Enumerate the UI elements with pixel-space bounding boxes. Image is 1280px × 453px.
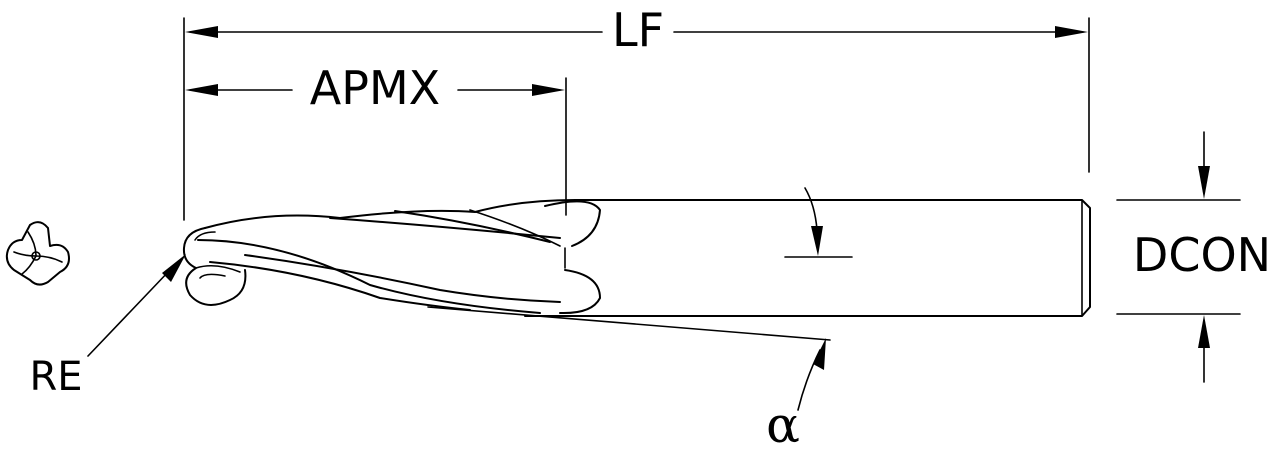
ball-nose-detail-1 — [194, 231, 216, 241]
shank-outline — [524, 199, 1091, 317]
apmx-arrow-left — [185, 84, 218, 96]
helix-edge-3 — [329, 217, 561, 239]
re-leader — [87, 269, 171, 357]
apmx-arrow-right — [532, 84, 565, 96]
end-view-flute-2 — [35, 255, 63, 263]
helix-indicator-arrow — [811, 226, 823, 256]
helix-edge-4 — [394, 210, 551, 243]
ball-nose-outline — [182, 227, 247, 306]
end-view-flute-1 — [27, 231, 37, 257]
end-mill-body — [182, 199, 1091, 317]
lf-arrow-left — [185, 26, 218, 38]
alpha-dimension: α — [427, 306, 831, 453]
lf-arrow-right — [1055, 26, 1088, 38]
flute-end-lower — [559, 269, 601, 315]
taper-reference-line — [427, 306, 831, 341]
end-view-outline — [5, 221, 70, 286]
dcon-dimension: DCON — [1116, 131, 1271, 383]
flute-top-profile — [204, 199, 576, 229]
apmx-label: APMX — [310, 61, 440, 115]
re-dimension: RE — [29, 254, 186, 400]
alpha-label: α — [766, 396, 800, 453]
dcon-arrow-top — [1198, 166, 1210, 199]
flute-end-upper — [544, 200, 601, 247]
end-view-center — [31, 251, 41, 261]
helix-edge-1 — [197, 239, 541, 314]
three-flute-end-view-icon — [5, 221, 70, 286]
alpha-arrow — [813, 338, 826, 370]
re-label: RE — [29, 354, 82, 400]
helix-edge-5 — [469, 209, 561, 247]
re-arrow — [162, 254, 186, 282]
helix-indicator — [784, 187, 853, 258]
dcon-arrow-bottom — [1198, 315, 1210, 348]
helix-edge-6 — [244, 254, 561, 303]
lf-label: LF — [612, 3, 664, 57]
lf-dimension: LF — [183, 3, 1090, 221]
dcon-label: DCON — [1133, 228, 1271, 282]
apmx-dimension: APMX — [185, 61, 567, 216]
helix-edge-2 — [209, 261, 471, 311]
helix-indicator-leader — [804, 187, 818, 231]
end-view-flute-4 — [13, 251, 37, 257]
ball-nose-detail-3 — [199, 273, 226, 279]
end-view-flute-3 — [21, 255, 37, 275]
ball-nose-detail-2 — [195, 264, 241, 273]
